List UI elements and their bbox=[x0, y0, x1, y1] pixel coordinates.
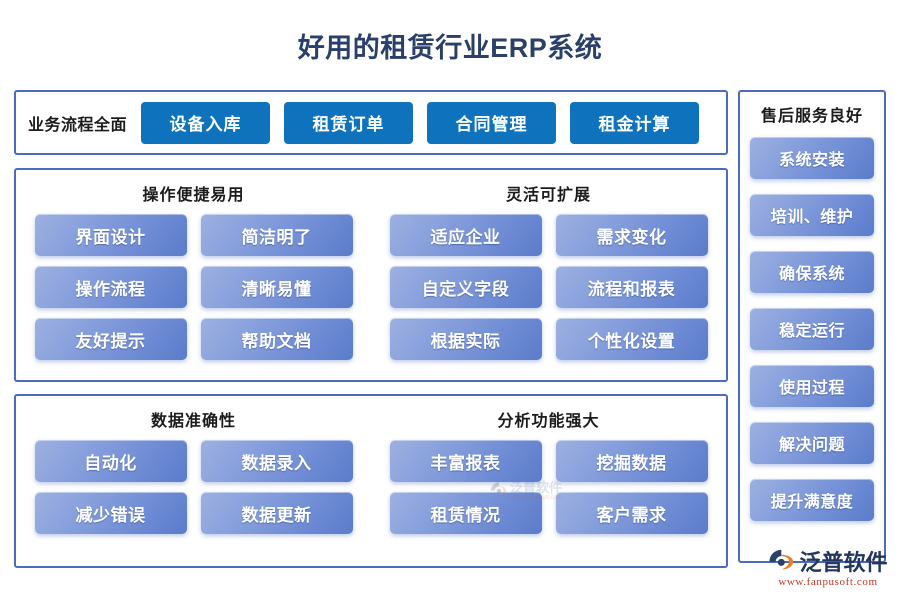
feature-group-extensibility: 灵活可扩展 适应企业 需求变化 自定义字段 流程和报表 根据实际 个性化设置 bbox=[371, 170, 726, 380]
service-chip-5[interactable]: 使用过程 bbox=[750, 365, 874, 407]
analysis-chip-4[interactable]: 客户需求 bbox=[555, 492, 708, 534]
feature-group-usability: 操作便捷易用 界面设计 简洁明了 操作流程 清晰易懂 友好提示 帮助文档 bbox=[16, 170, 371, 380]
feature-group-usability-title: 操作便捷易用 bbox=[142, 187, 245, 204]
feature-group-accuracy-grid: 自动化 数据录入 减少错误 数据更新 bbox=[16, 440, 371, 534]
service-chip-2[interactable]: 培训、维护 bbox=[750, 194, 874, 236]
analysis-chip-3[interactable]: 租赁情况 bbox=[389, 492, 542, 534]
business-process-panel: 业务流程全面 设备入库 租赁订单 合同管理 租金计算 bbox=[14, 90, 728, 155]
process-button-3[interactable]: 合同管理 bbox=[427, 101, 557, 144]
fanpu-logo-name: 泛普软件 bbox=[799, 551, 888, 576]
after-sales-service-inner: 售后服务良好 系统安装 培训、维护 确保系统 稳定运行 使用过程 解决问题 提升… bbox=[740, 92, 884, 521]
feature-group-accuracy-title: 数据准确性 bbox=[150, 413, 236, 430]
usability-chip-6[interactable]: 帮助文档 bbox=[200, 318, 353, 360]
feature-group-analysis: 分析功能强大 丰富报表 挖掘数据 租赁情况 客户需求 bbox=[371, 396, 726, 566]
analysis-chip-2[interactable]: 挖掘数据 bbox=[555, 440, 708, 482]
accuracy-chip-2[interactable]: 数据录入 bbox=[200, 440, 353, 482]
extensibility-chip-4[interactable]: 流程和报表 bbox=[555, 266, 708, 308]
page-title: 好用的租赁行业ERP系统 bbox=[297, 33, 603, 63]
service-chip-1[interactable]: 系统安装 bbox=[750, 137, 874, 179]
extensibility-chip-6[interactable]: 个性化设置 bbox=[555, 318, 708, 360]
process-button-2[interactable]: 租赁订单 bbox=[284, 101, 414, 144]
feature-group-analysis-grid: 丰富报表 挖掘数据 租赁情况 客户需求 bbox=[371, 440, 726, 534]
data-analysis-panel: 数据准确性 自动化 数据录入 减少错误 数据更新 分析功能强大 丰富报表 挖掘数… bbox=[14, 394, 728, 568]
accuracy-chip-3[interactable]: 减少错误 bbox=[34, 492, 187, 534]
after-sales-service-title: 售后服务良好 bbox=[760, 108, 863, 125]
features-groups: 操作便捷易用 界面设计 简洁明了 操作流程 清晰易懂 友好提示 帮助文档 灵活可… bbox=[16, 170, 726, 380]
accuracy-chip-1[interactable]: 自动化 bbox=[34, 440, 187, 482]
process-button-1[interactable]: 设备入库 bbox=[141, 101, 271, 144]
features-panel: 操作便捷易用 界面设计 简洁明了 操作流程 清晰易懂 友好提示 帮助文档 灵活可… bbox=[14, 168, 728, 382]
service-chip-3[interactable]: 确保系统 bbox=[750, 251, 874, 293]
usability-chip-3[interactable]: 操作流程 bbox=[34, 266, 187, 308]
after-sales-service-list: 系统安装 培训、维护 确保系统 稳定运行 使用过程 解决问题 提升满意度 bbox=[750, 137, 874, 521]
extensibility-chip-5[interactable]: 根据实际 bbox=[389, 318, 542, 360]
usability-chip-2[interactable]: 简洁明了 bbox=[200, 214, 353, 256]
fanpu-logo-url: www.fanpusoft.com bbox=[778, 576, 878, 588]
business-process-row: 业务流程全面 设备入库 租赁订单 合同管理 租金计算 bbox=[16, 92, 726, 153]
analysis-chip-1[interactable]: 丰富报表 bbox=[389, 440, 542, 482]
usability-chip-5[interactable]: 友好提示 bbox=[34, 318, 187, 360]
fanpu-logo-main: 泛普软件 bbox=[768, 545, 888, 577]
feature-group-usability-grid: 界面设计 简洁明了 操作流程 清晰易懂 友好提示 帮助文档 bbox=[16, 214, 371, 360]
usability-chip-4[interactable]: 清晰易懂 bbox=[200, 266, 353, 308]
fanpu-logo-icon bbox=[769, 549, 794, 570]
business-process-label: 业务流程全面 bbox=[28, 116, 128, 134]
after-sales-service-panel: 售后服务良好 系统安装 培训、维护 确保系统 稳定运行 使用过程 解决问题 提升… bbox=[738, 90, 886, 563]
fanpu-logo: 泛普软件 www.fanpusoft.com bbox=[760, 545, 896, 591]
process-button-4[interactable]: 租金计算 bbox=[570, 101, 700, 144]
feature-group-extensibility-grid: 适应企业 需求变化 自定义字段 流程和报表 根据实际 个性化设置 bbox=[371, 214, 726, 360]
data-analysis-groups: 数据准确性 自动化 数据录入 减少错误 数据更新 分析功能强大 丰富报表 挖掘数… bbox=[16, 396, 726, 566]
accuracy-chip-4[interactable]: 数据更新 bbox=[200, 492, 353, 534]
service-chip-6[interactable]: 解决问题 bbox=[750, 422, 874, 464]
service-chip-4[interactable]: 稳定运行 bbox=[750, 308, 874, 350]
extensibility-chip-2[interactable]: 需求变化 bbox=[555, 214, 708, 256]
extensibility-chip-1[interactable]: 适应企业 bbox=[389, 214, 542, 256]
feature-group-extensibility-title: 灵活可扩展 bbox=[505, 187, 591, 204]
feature-group-analysis-title: 分析功能强大 bbox=[497, 413, 600, 430]
feature-group-accuracy: 数据准确性 自动化 数据录入 减少错误 数据更新 bbox=[16, 396, 371, 566]
usability-chip-1[interactable]: 界面设计 bbox=[34, 214, 187, 256]
extensibility-chip-3[interactable]: 自定义字段 bbox=[389, 266, 542, 308]
service-chip-7[interactable]: 提升满意度 bbox=[750, 479, 874, 521]
